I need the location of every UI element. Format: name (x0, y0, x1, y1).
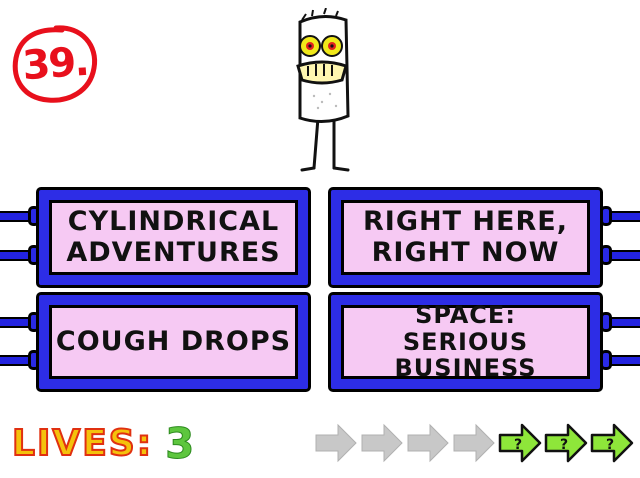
answer-button-3[interactable]: COUGH DROPS (36, 292, 311, 392)
progress-arrow-symbol: ? (514, 437, 522, 453)
answer-button-4[interactable]: SPACE: SERIOUS BUSINESS (328, 292, 603, 392)
progress-arrow-done-icon (453, 423, 495, 463)
lives-display: LIVES: 3 (11, 418, 195, 468)
progress-arrows: ??? (312, 421, 638, 465)
answer-label-4: SPACE: SERIOUS BUSINESS (341, 301, 590, 382)
answer-label-1: CYLINDRICAL ADVENTURES (49, 200, 298, 275)
question-number-badge: 39. (10, 22, 100, 106)
progress-arrow-done-icon (361, 423, 403, 463)
progress-arrow-remaining-icon: ? (498, 423, 542, 463)
answer-button-2[interactable]: RIGHT HERE, RIGHT NOW (328, 187, 603, 288)
answer-label-3: COUGH DROPS (49, 305, 298, 379)
answer-button-1[interactable]: CYLINDRICAL ADVENTURES (36, 187, 311, 288)
answer-label-2: RIGHT HERE, RIGHT NOW (341, 200, 590, 275)
cylinder-host-icon (296, 7, 350, 172)
question-number: 39. (21, 38, 89, 90)
progress-arrow-remaining-icon: ? (544, 423, 588, 463)
lives-label: LIVES: (11, 422, 154, 465)
progress-arrow-symbol: ? (560, 437, 568, 453)
progress-arrow-remaining-icon: ? (590, 423, 634, 463)
progress-arrow-done-icon (407, 423, 449, 463)
progress-arrow-done-icon (315, 423, 357, 463)
lives-count: 3 (165, 418, 195, 468)
badge-circle-icon (12, 25, 98, 103)
progress-arrows-svg: ??? (315, 423, 634, 463)
host-character (278, 7, 368, 174)
progress-arrow-symbol: ? (606, 437, 614, 453)
